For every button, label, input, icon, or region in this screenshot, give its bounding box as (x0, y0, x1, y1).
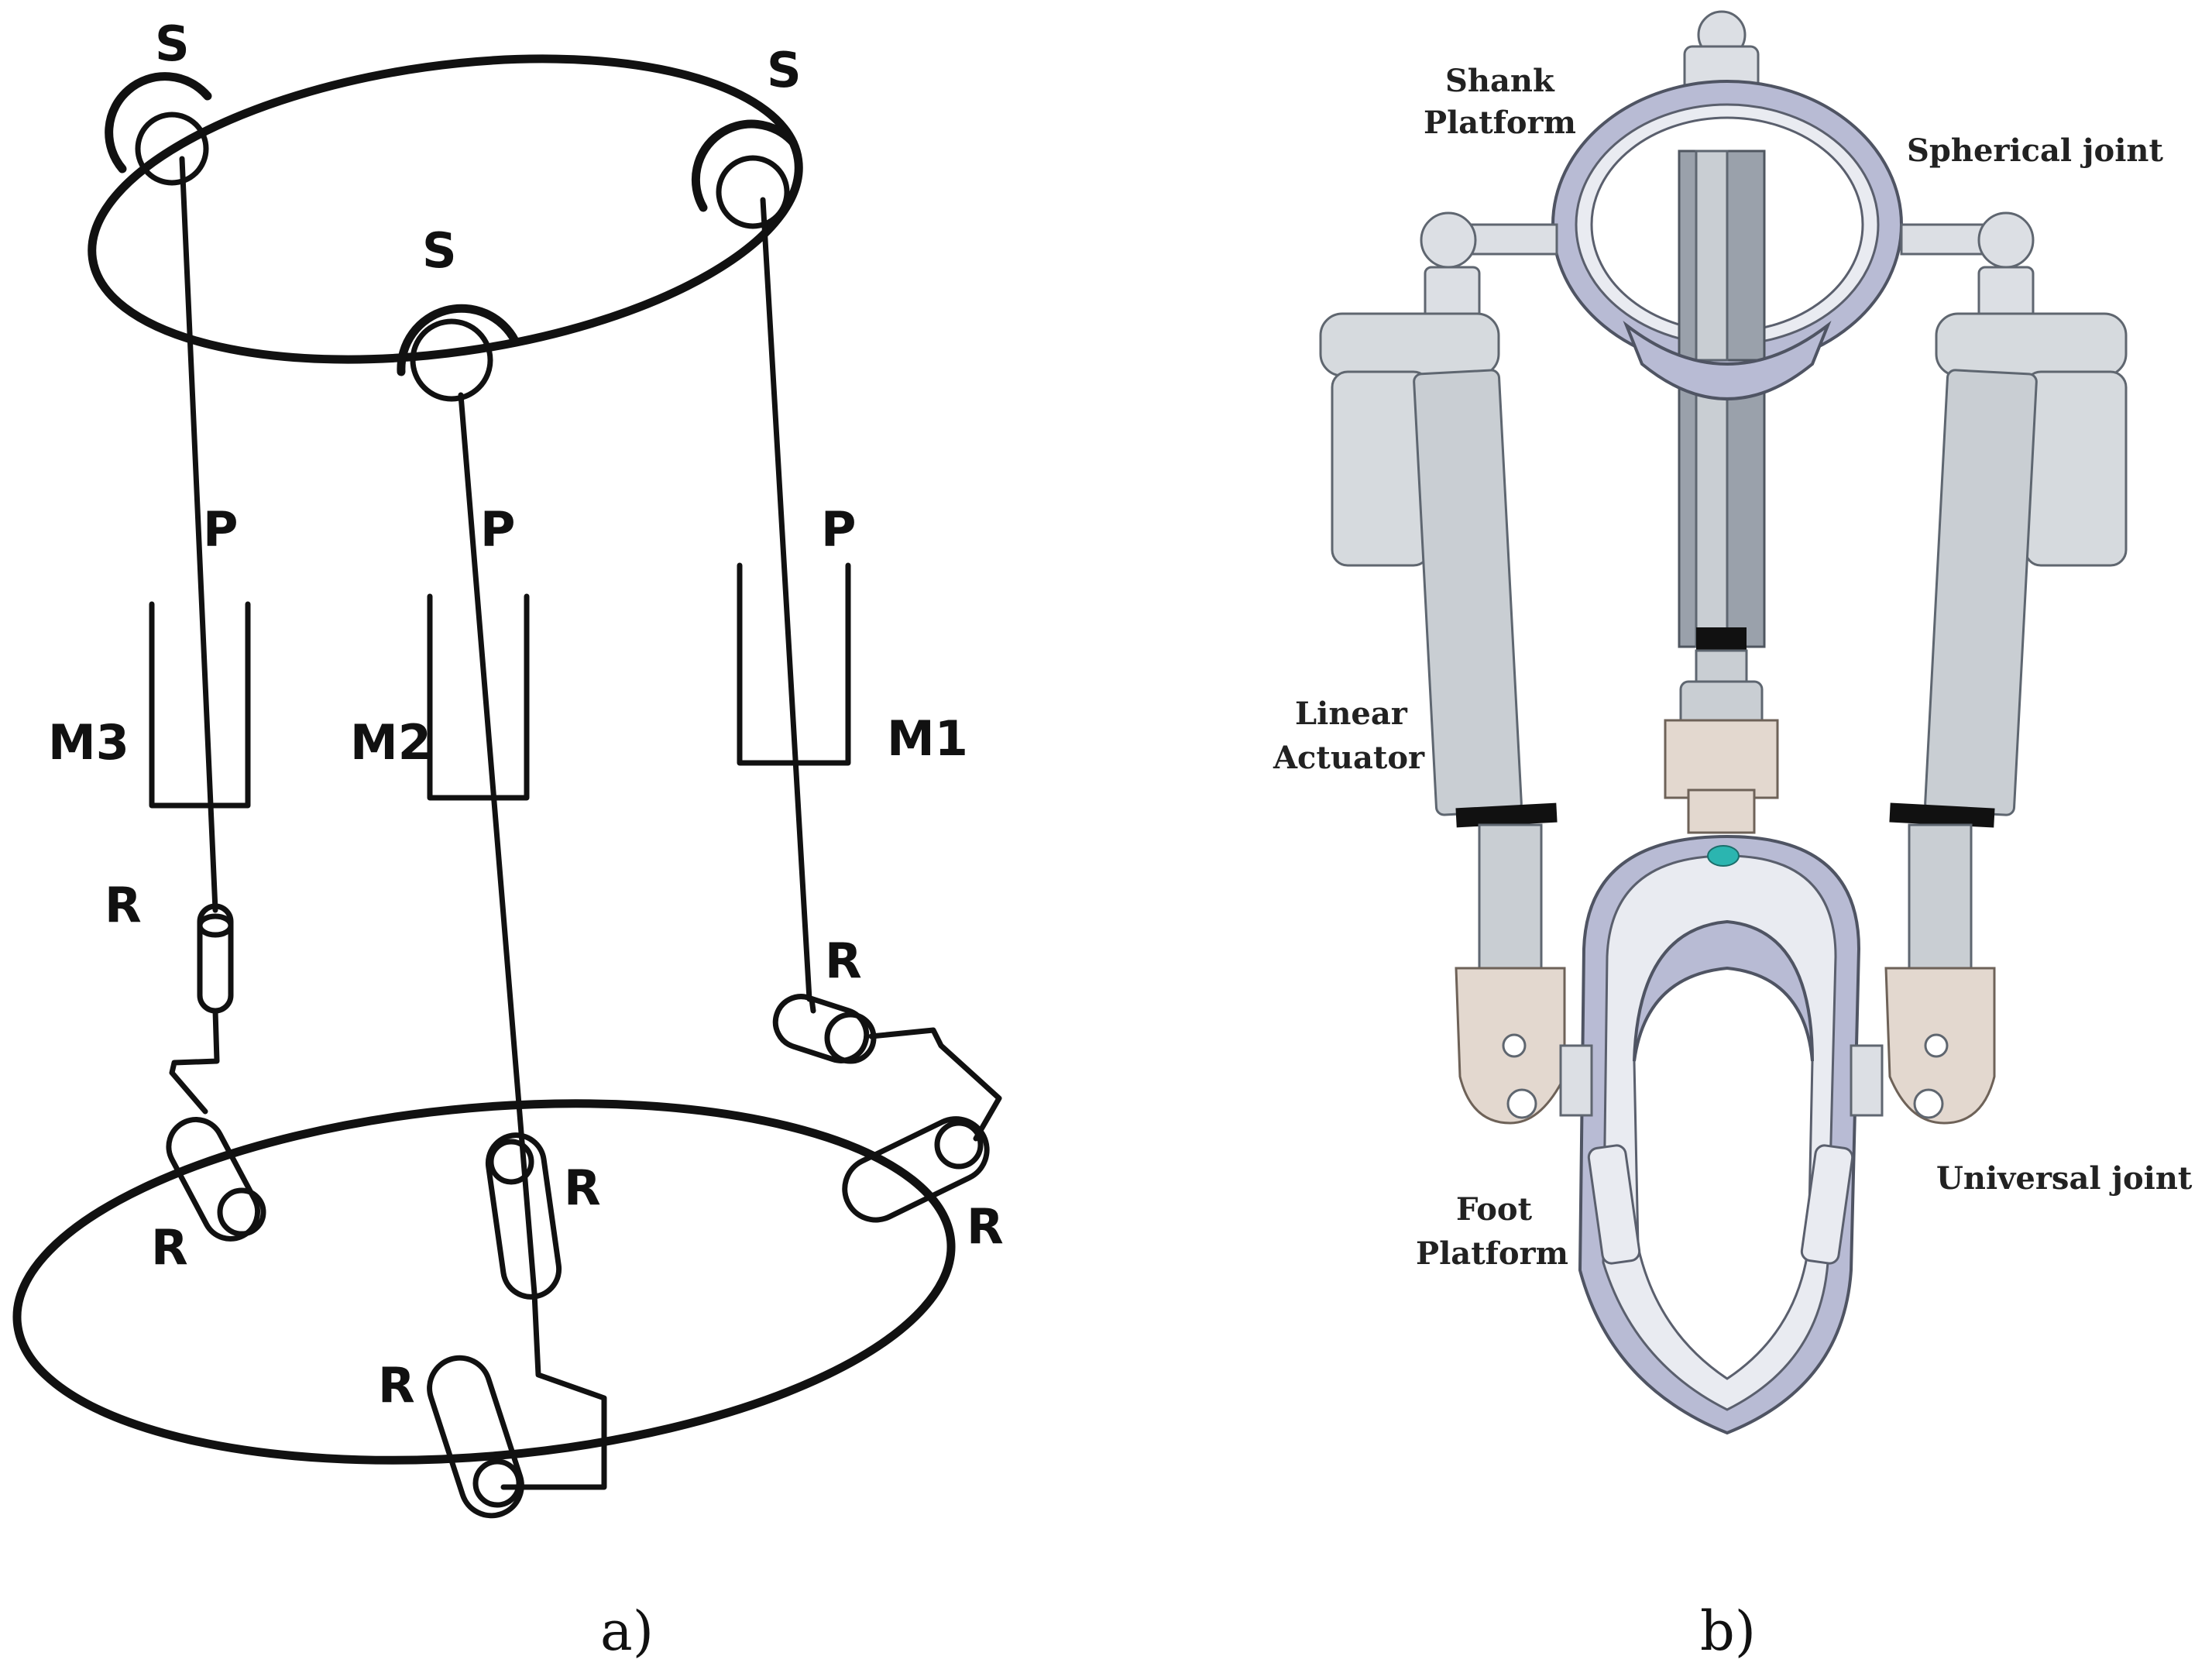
motor-m2-cylinder (427, 593, 530, 801)
bottom-platform-ellipse (12, 1099, 956, 1465)
foot-platform (1559, 834, 1884, 1435)
panel-a-kinematic-diagram: S S S P P P M3 M2 M1 R R (12, 15, 1004, 1663)
label-foot-platform-line2: Platform (1416, 1235, 1568, 1272)
motor-m3-cylinder (149, 601, 251, 809)
label-linear-actuator-line2: Actuator (1273, 740, 1425, 776)
label-p-right: P (821, 501, 856, 558)
spherical-joint-right (691, 119, 798, 229)
spherical-joint-left (105, 72, 212, 186)
label-motor-1: M1 (887, 710, 968, 767)
label-r-right-lower: R (967, 1198, 1004, 1255)
label-r-middle-upper: R (564, 1159, 601, 1216)
label-motor-3: M3 (48, 714, 129, 771)
top-platform-ellipse (88, 54, 803, 364)
label-r-left-upper: R (105, 877, 142, 933)
label-p-middle: P (480, 501, 515, 558)
leg-right-rod (760, 197, 812, 1002)
label-spherical-joint: Spherical joint (1907, 132, 2163, 169)
label-s-right: S (767, 42, 802, 98)
shank-platform (1551, 80, 1903, 400)
label-r-middle-lower: R (378, 1357, 415, 1414)
caption-a: a) (600, 1599, 654, 1663)
label-p-left: P (203, 501, 238, 558)
label-s-middle: S (422, 222, 457, 279)
panel-b-cad-rendering: Shank Platform Spherical joint Linear Ac… (1273, 10, 2193, 1663)
motor-m1-cylinder (737, 562, 851, 766)
leg-left-rod (179, 156, 218, 913)
label-linear-actuator-line1: Linear (1295, 696, 1408, 732)
label-motor-2: M2 (350, 714, 431, 771)
label-universal-joint: Universal joint (1936, 1160, 2193, 1197)
label-shank-platform-line1: Shank (1445, 63, 1555, 99)
revolute-chain-right (772, 994, 1002, 1223)
spherical-joint-middle (397, 304, 520, 402)
central-universal-joint (1664, 680, 1779, 834)
linear-actuator-right (1884, 312, 2128, 1125)
label-r-right-upper: R (825, 933, 862, 989)
label-shank-platform-line2: Platform (1424, 105, 1576, 141)
caption-b: b) (1700, 1599, 1756, 1663)
linear-actuator-left (1319, 312, 1566, 1125)
label-s-left: S (155, 15, 190, 72)
label-r-left-lower: R (151, 1219, 188, 1276)
revolute-chain-middle (427, 1132, 607, 1519)
revolute-chain-left (166, 903, 266, 1242)
label-foot-platform-line1: Foot (1456, 1191, 1533, 1228)
